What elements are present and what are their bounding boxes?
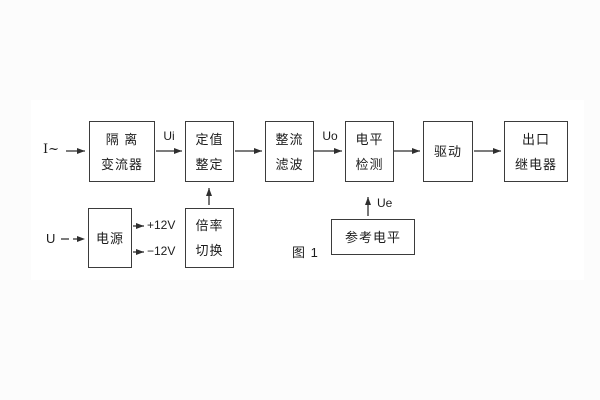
- block-level-detect: 电平 检测: [345, 121, 394, 182]
- block-rectify-filter: 整流 滤波: [265, 121, 314, 182]
- label-input-current: I~: [43, 142, 60, 157]
- block-reference-level: 参考电平: [331, 219, 415, 255]
- block-label: 整流: [275, 131, 304, 147]
- block-label: 变流器: [100, 156, 143, 172]
- block-ratio-switch: 倍率 切换: [185, 208, 234, 268]
- block-label: 切换: [195, 243, 224, 258]
- block-drive: 驱动: [423, 121, 473, 182]
- label-plus-12v: +12V: [147, 218, 176, 232]
- block-label: 参考电平: [344, 229, 401, 245]
- block-output-relay: 出口 继电器: [504, 121, 568, 182]
- block-label: 出口: [521, 131, 550, 147]
- block-label: 电源: [95, 230, 124, 246]
- block-label: 滤波: [275, 156, 304, 172]
- label-input-voltage: U: [46, 231, 56, 246]
- block-label: 隔 离: [105, 131, 139, 147]
- block-isolation-transformer: 隔 离 变流器: [89, 121, 155, 182]
- label-signal-uo: Uo: [322, 129, 338, 143]
- figure-caption: 图 1: [292, 245, 319, 260]
- block-label: 电平: [355, 131, 384, 147]
- block-label: 驱动: [433, 144, 462, 159]
- block-label: 检测: [355, 156, 384, 172]
- block-setpoint-adjust: 定值 整定: [185, 121, 234, 182]
- block-label: 倍率: [195, 218, 224, 233]
- block-label: 定值: [195, 131, 224, 147]
- block-power-supply: 电源: [88, 208, 132, 268]
- label-minus-12v: −12V: [147, 244, 176, 258]
- label-signal-ue: Ue: [377, 196, 393, 210]
- block-label: 继电器: [514, 156, 557, 172]
- block-label: 整定: [195, 156, 224, 172]
- label-signal-ui: Ui: [163, 129, 175, 143]
